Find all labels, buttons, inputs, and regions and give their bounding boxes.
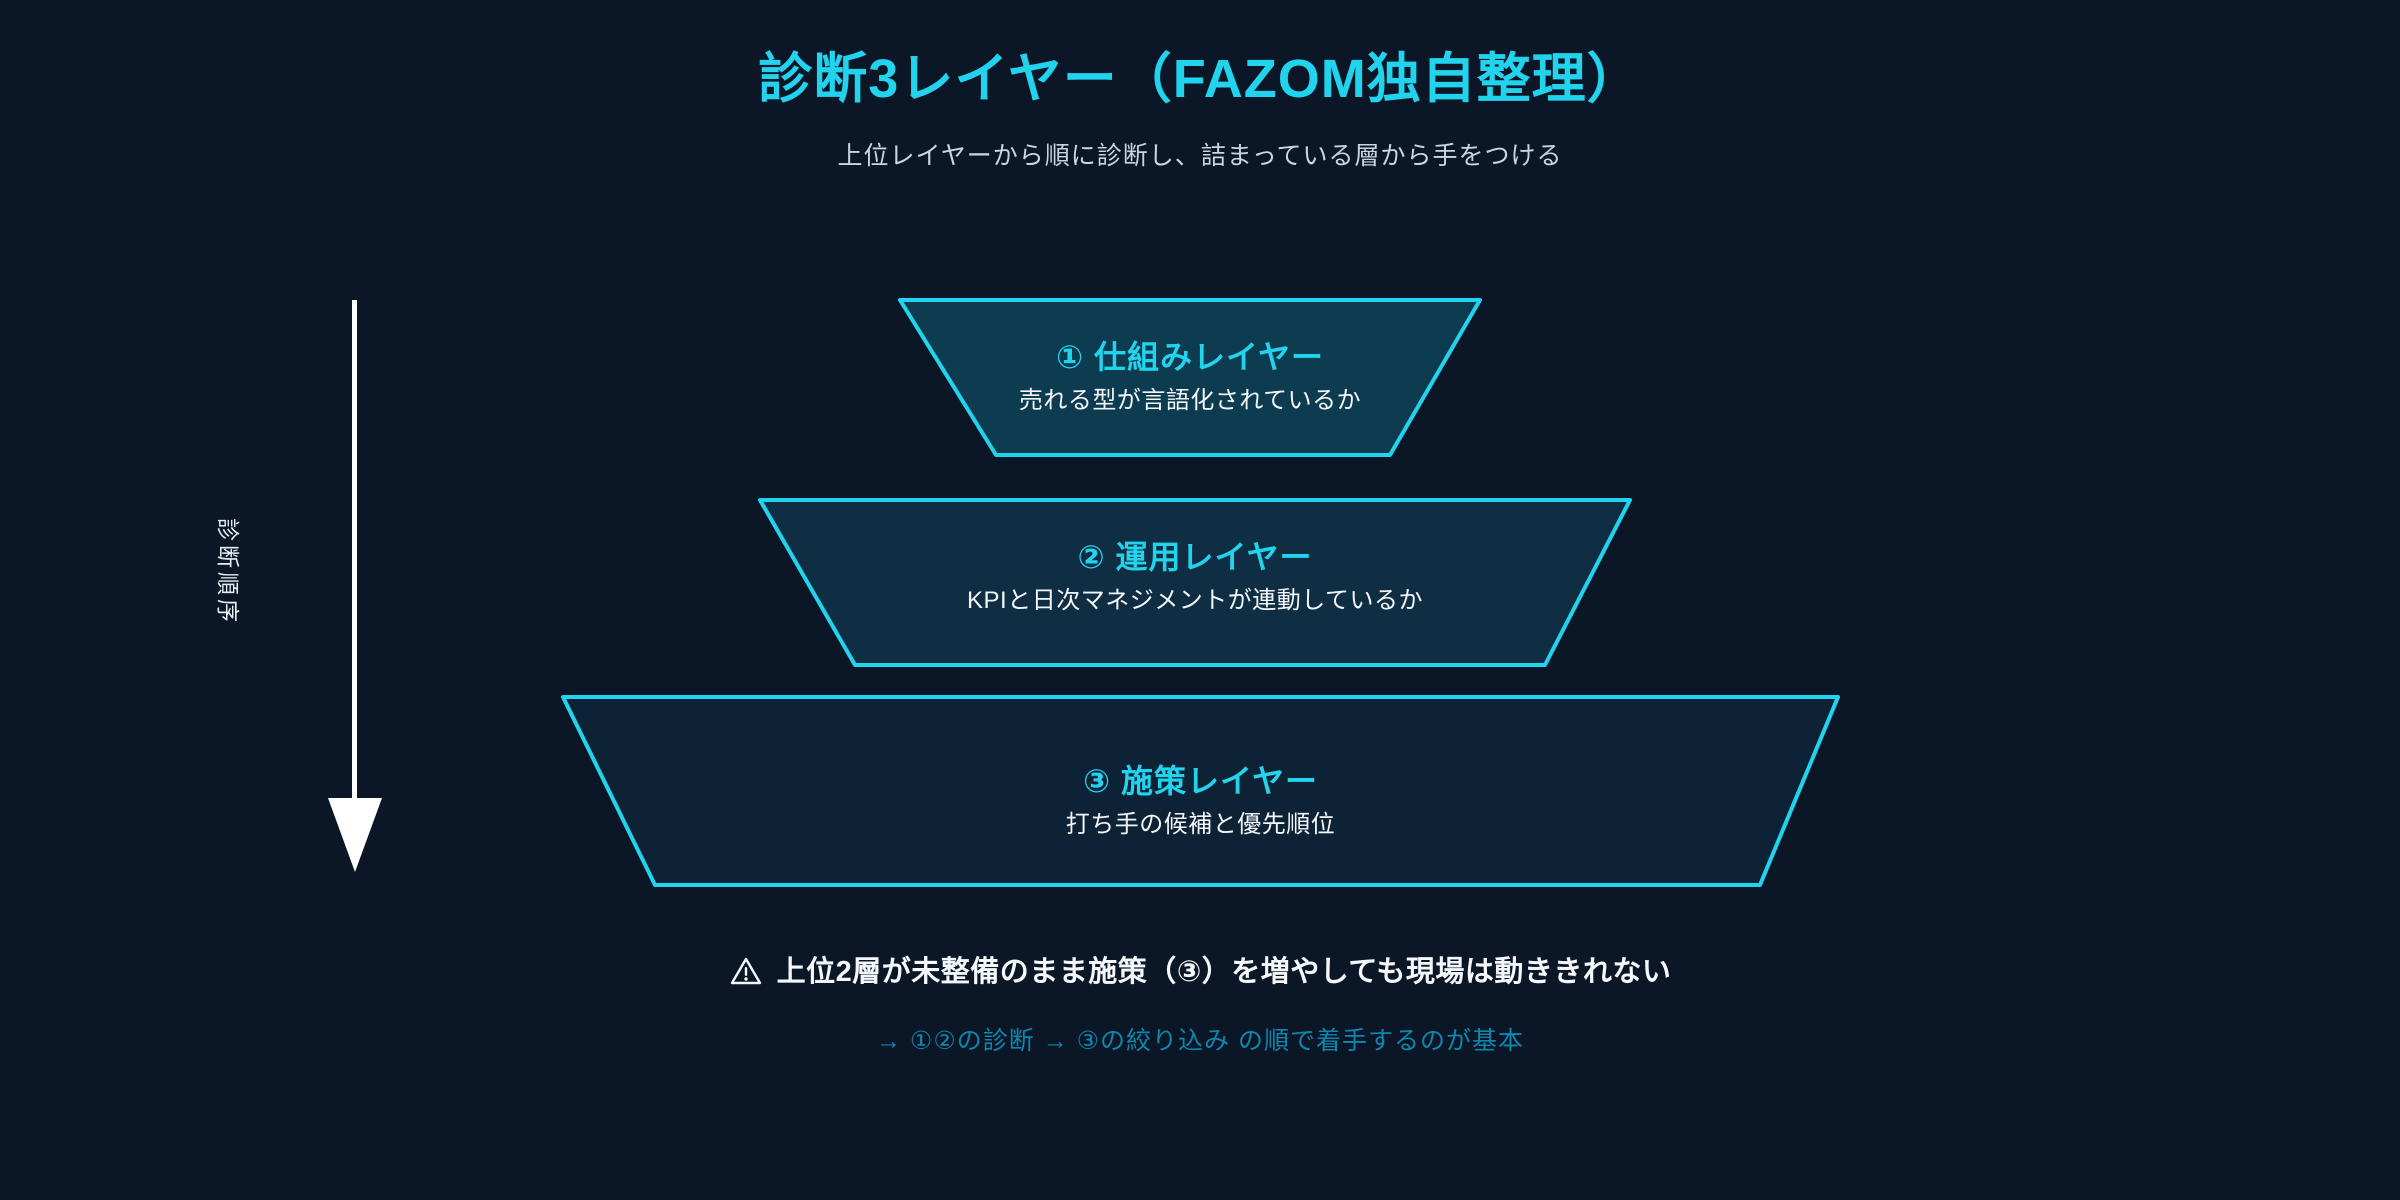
funnel-layer-1-description: 売れる型が言語化されているか bbox=[1018, 387, 1362, 415]
arrow-down-icon bbox=[328, 300, 382, 872]
funnel-layer-1[interactable]: ① 仕組みレイヤー 売れる型が言語化されているか bbox=[900, 338, 1480, 416]
footer-note: → ①②の診断 → ③の絞り込み の順で着手するのが基本 bbox=[875, 1026, 1525, 1055]
funnel-layer-2-title: ② 運用レイヤー bbox=[1077, 539, 1313, 575]
warning-text: 上位2層が未整備のまま施策（③）を増やしても現場は動ききれない bbox=[776, 956, 1672, 988]
funnel-layer-3[interactable]: ③ 施策レイヤー 打ち手の候補と優先順位 bbox=[563, 762, 1838, 840]
funnel-layer-3-description: 打ち手の候補と優先順位 bbox=[1065, 811, 1336, 839]
warning-triangle-icon bbox=[730, 958, 761, 985]
funnel-layer-2-description: KPIと日次マネジメントが連動しているか bbox=[967, 587, 1423, 615]
funnel-layer-1-title: ① 仕組みレイヤー bbox=[1055, 339, 1325, 375]
funnel-layer-2[interactable]: ② 運用レイヤー KPIと日次マネジメントが連動しているか bbox=[760, 538, 1630, 616]
page-subtitle: 上位レイヤーから順に診断し、詰まっている層から手をつける bbox=[837, 142, 1563, 171]
warning-row: 上位2層が未整備のまま施策（③）を増やしても現場は動ききれない bbox=[0, 955, 2400, 990]
slide-footer: 上位2層が未整備のまま施策（③）を増やしても現場は動ききれない → ①②の診断 … bbox=[0, 955, 2400, 1057]
diagnosis-order-axis: 診断順序 bbox=[190, 300, 420, 900]
slide-header: 診断3レイヤー（FAZOM独自整理） 上位レイヤーから順に診断し、詰まっている層… bbox=[0, 0, 2400, 173]
page-title: 診断3レイヤー（FAZOM独自整理） bbox=[758, 49, 1642, 109]
funnel-layer-3-title: ③ 施策レイヤー bbox=[1082, 763, 1319, 799]
diagnosis-order-label: 診断順序 bbox=[215, 518, 241, 626]
